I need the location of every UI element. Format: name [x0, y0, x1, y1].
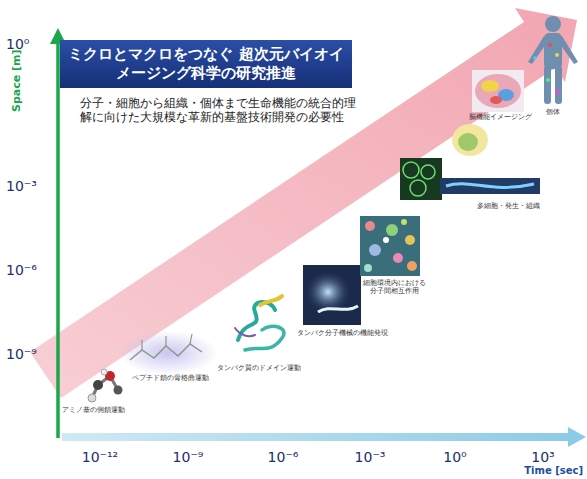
tick-label: 10⁰: [427, 449, 483, 466]
multicell-images: [400, 124, 540, 200]
axis-title: Space [m]: [10, 49, 23, 112]
caption: 個体: [538, 108, 568, 116]
caption: 多細胞・発生・組織: [472, 202, 544, 210]
subtitle-text: 分子・細胞から組織・個体まで生命機能の統合的理 解に向けた大規模な革新的基盤技術…: [80, 96, 362, 125]
amino-molecule: [88, 369, 123, 402]
tick-label: 10⁻⁶: [6, 262, 50, 279]
tick-label: 10⁻⁹: [160, 449, 216, 466]
tick-label: 10⁻⁹: [6, 346, 50, 363]
peptide-chain: [118, 331, 218, 375]
brain-image: [472, 70, 524, 112]
tick-label: 10⁻⁶: [255, 449, 311, 466]
human-figure: [528, 16, 578, 104]
caption: タンパク質のドメイン運動: [214, 364, 304, 372]
protein-machine: [303, 265, 361, 325]
tick-label: 10⁻³: [6, 178, 50, 195]
cell-environment: [360, 216, 420, 276]
time-axis: [62, 433, 570, 441]
tick-label: 10³: [515, 449, 571, 466]
tick-label: 10⁻¹²: [72, 449, 128, 466]
banner-text: ミクロとマクロをつなぐ 超次元バイオイメージング科学の研究推進: [64, 45, 348, 83]
progress-arrow: [30, 8, 577, 398]
axis-title: Time [sec]: [520, 465, 583, 477]
caption: アミノ基の側鎖運動: [58, 406, 128, 414]
space-axis: [56, 42, 60, 438]
tick-label: 10⁰: [6, 36, 50, 53]
caption: 細胞環境内における 分子間相互作用: [360, 279, 428, 296]
caption: ペプチド鎖の骨格曲運動: [128, 374, 212, 382]
protein-ribbon: [235, 296, 284, 350]
caption: タンパク分子機械の機能発現: [292, 329, 392, 337]
caption: 脳機能イメージング: [468, 113, 532, 121]
title-banner: ミクロとマクロをつなぐ 超次元バイオイメージング科学の研究推進: [60, 40, 352, 88]
time-axis-head: [568, 427, 586, 447]
tick-label: 10⁻³: [342, 449, 398, 466]
